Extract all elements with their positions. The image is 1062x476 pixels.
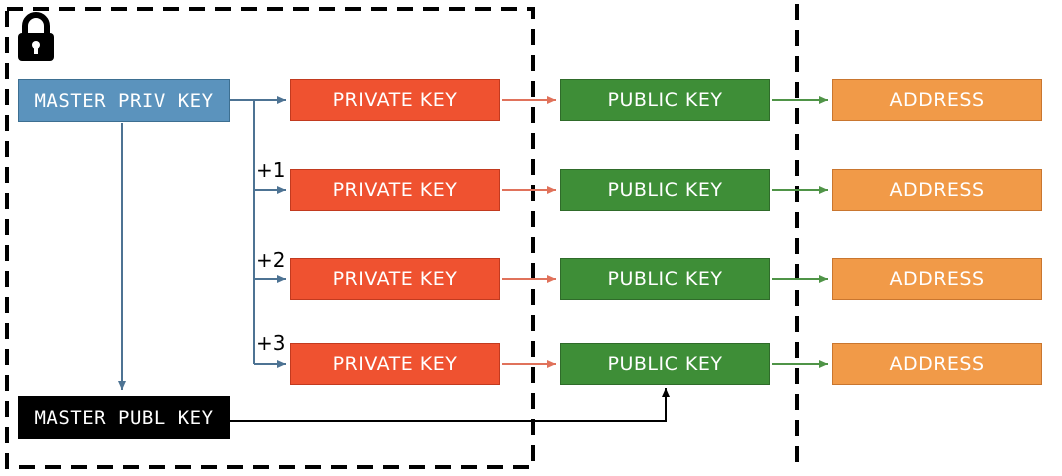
- public-key-box[interactable]: PUBLIC KEY: [560, 258, 770, 300]
- public-key-label: PUBLIC KEY: [607, 179, 723, 201]
- private-key-box[interactable]: PRIVATE KEY: [290, 343, 500, 385]
- master-private-key-label: MASTER PRIV KEY: [34, 89, 214, 112]
- offset-label: +1: [256, 158, 286, 182]
- master-public-key-label: MASTER PUBL KEY: [34, 406, 214, 429]
- master-private-key-box[interactable]: MASTER PRIV KEY: [18, 79, 230, 122]
- public-key-box[interactable]: PUBLIC KEY: [560, 79, 770, 121]
- address-label: ADDRESS: [889, 179, 985, 201]
- public-key-box[interactable]: PUBLIC KEY: [560, 169, 770, 211]
- private-key-label: PRIVATE KEY: [332, 353, 458, 375]
- address-box[interactable]: ADDRESS: [832, 343, 1042, 385]
- public-key-label: PUBLIC KEY: [607, 268, 723, 290]
- address-box[interactable]: ADDRESS: [832, 169, 1042, 211]
- address-label: ADDRESS: [889, 353, 985, 375]
- address-box[interactable]: ADDRESS: [832, 258, 1042, 300]
- arrow-master-pub-to-pub-3: [230, 388, 670, 422]
- private-key-box[interactable]: PRIVATE KEY: [290, 79, 500, 121]
- public-key-label: PUBLIC KEY: [607, 89, 723, 111]
- private-key-box[interactable]: PRIVATE KEY: [290, 258, 500, 300]
- address-label: ADDRESS: [889, 89, 985, 111]
- master-public-key-box[interactable]: MASTER PUBL KEY: [18, 396, 230, 439]
- private-key-label: PRIVATE KEY: [332, 268, 458, 290]
- public-key-box[interactable]: PUBLIC KEY: [560, 343, 770, 385]
- public-key-label: PUBLIC KEY: [607, 353, 723, 375]
- lock-icon: [16, 12, 56, 66]
- address-label: ADDRESS: [889, 268, 985, 290]
- offset-label: +2: [256, 248, 286, 272]
- private-key-label: PRIVATE KEY: [332, 179, 458, 201]
- address-box[interactable]: ADDRESS: [832, 79, 1042, 121]
- secure-zone-boundary: [5, 7, 535, 469]
- offset-label: +3: [256, 331, 286, 355]
- private-key-label: PRIVATE KEY: [332, 89, 458, 111]
- private-key-box[interactable]: PRIVATE KEY: [290, 169, 500, 211]
- derivation-trunk: [230, 99, 255, 364]
